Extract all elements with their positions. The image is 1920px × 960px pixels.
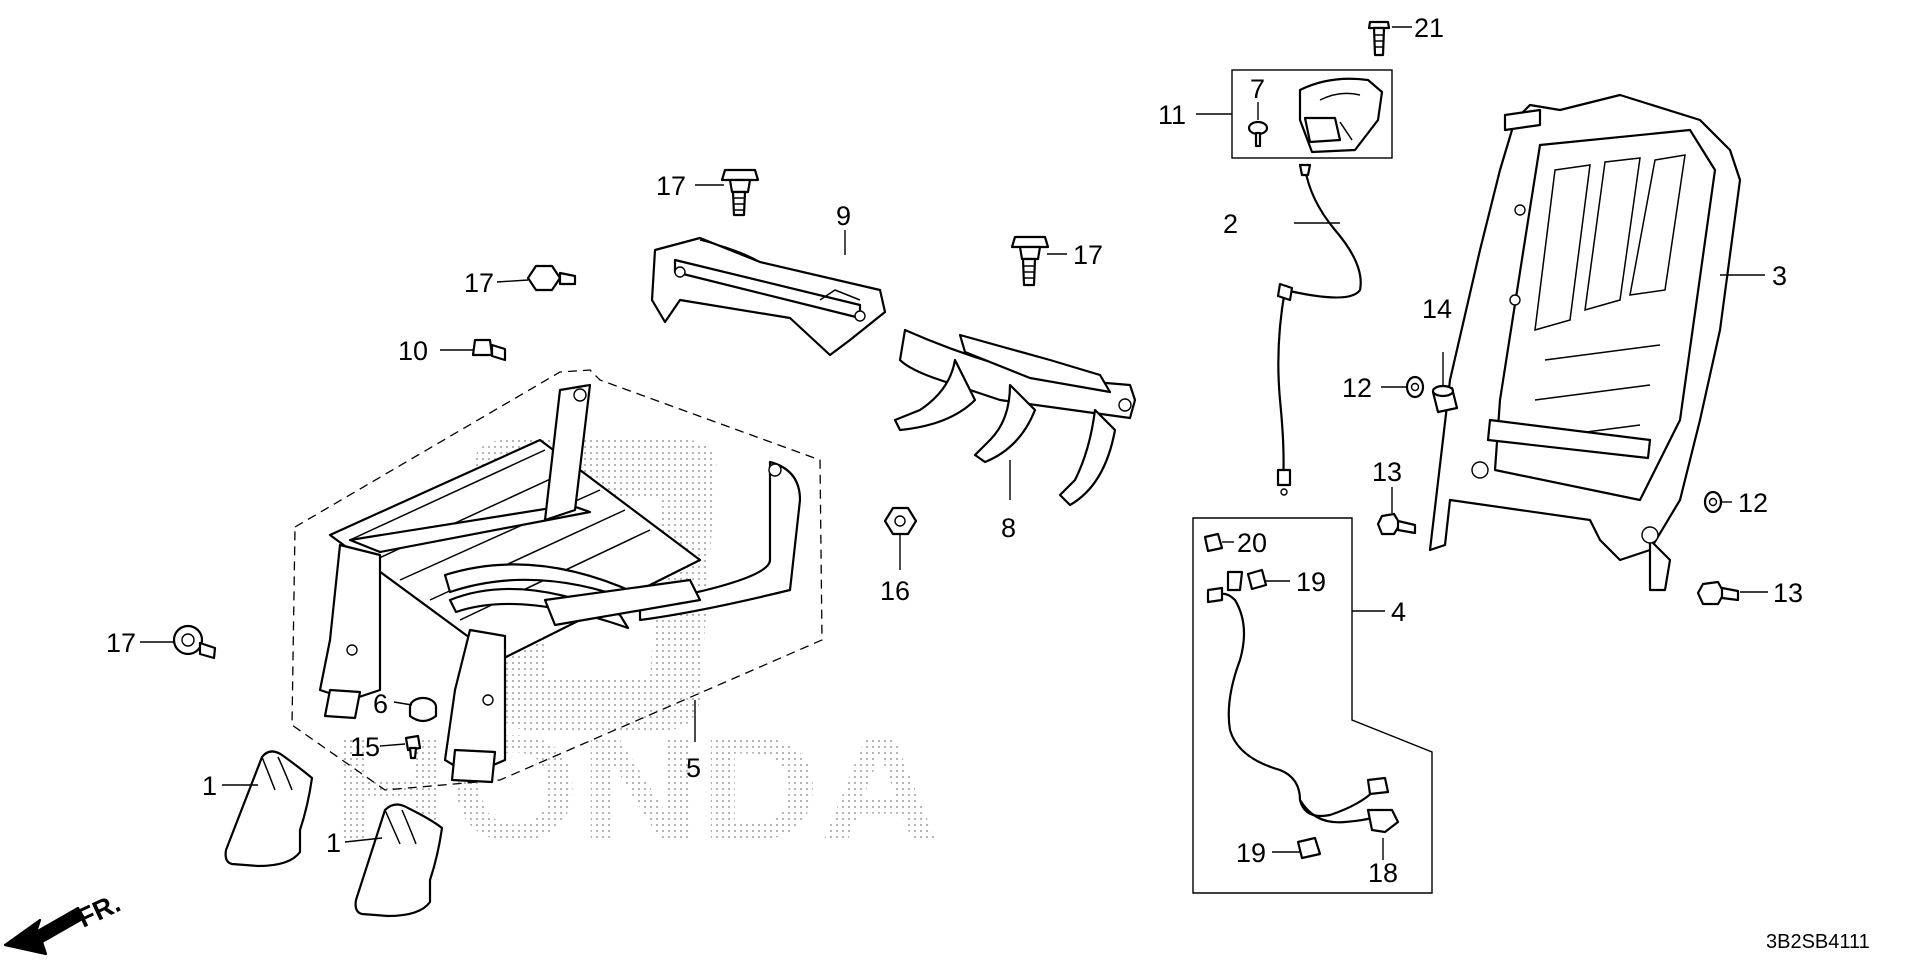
callout-16: 16 <box>880 576 910 606</box>
seat-frame-group-outline <box>291 369 823 791</box>
clip-18 <box>1366 808 1400 834</box>
bolt-13-left <box>1376 512 1417 536</box>
callout-17c: 17 <box>1073 240 1103 270</box>
callout-17a: 17 <box>656 171 686 201</box>
catalog-code: 3B2SB4111 <box>1766 931 1870 953</box>
callout-1b: 1 <box>326 828 341 858</box>
callout-9: 9 <box>836 201 851 231</box>
bracket-8 <box>893 328 1137 507</box>
callout-17b: 17 <box>464 268 494 298</box>
callout-labels: 1 1 2 3 4 5 6 7 8 9 10 11 12 12 13 13 14… <box>106 13 1803 888</box>
front-direction-label: FR. <box>73 888 125 934</box>
bolt-13-right <box>1696 580 1740 606</box>
callout-8: 8 <box>1001 513 1016 543</box>
handle-11 <box>1298 77 1384 154</box>
callout-21: 21 <box>1414 13 1444 43</box>
callout-5: 5 <box>686 753 701 783</box>
bushing-14 <box>1431 384 1459 414</box>
callout-12a: 12 <box>1342 373 1372 403</box>
front-direction-arrow: FR. <box>3 888 125 956</box>
callout-20: 20 <box>1237 528 1267 558</box>
clip-19-bottom <box>1296 836 1322 860</box>
clip-20 <box>1203 532 1224 553</box>
bolt-10 <box>471 338 507 362</box>
callout-17d: 17 <box>106 628 136 658</box>
callout-1a: 1 <box>202 771 217 801</box>
nut-16 <box>883 506 918 536</box>
bolt-15 <box>404 734 422 760</box>
screw-7 <box>1247 120 1269 148</box>
callout-6: 6 <box>373 689 388 719</box>
callout-19b: 19 <box>1236 838 1266 868</box>
callout-15: 15 <box>350 732 380 762</box>
nut-12-right <box>1703 490 1723 514</box>
callout-4: 4 <box>1391 597 1406 627</box>
callout-12b: 12 <box>1738 488 1768 518</box>
callout-7: 7 <box>1250 74 1265 104</box>
callout-13a: 13 <box>1372 457 1402 487</box>
bolt-17-left <box>526 264 577 292</box>
callout-18: 18 <box>1368 858 1398 888</box>
seat-cushion-frame <box>291 369 823 791</box>
harness-group-box <box>1192 517 1433 894</box>
bolt-17-middle <box>1010 235 1050 287</box>
harness-4 <box>1206 570 1390 824</box>
callout-3: 3 <box>1772 261 1787 291</box>
screw-21 <box>1367 20 1391 57</box>
nut-12-left <box>1405 375 1425 399</box>
seat-cover-1a <box>224 750 314 868</box>
bolt-17-top <box>720 168 760 217</box>
callout-10: 10 <box>398 336 428 366</box>
leader-lines <box>140 26 1768 860</box>
callout-2: 2 <box>1223 209 1238 239</box>
seat-back-frame-3 <box>1428 93 1742 592</box>
callout-11: 11 <box>1158 100 1186 130</box>
callout-13b: 13 <box>1773 578 1803 608</box>
cable-2 <box>1276 163 1362 496</box>
clip-19-top <box>1246 568 1268 591</box>
callout-14: 14 <box>1422 294 1452 324</box>
bracket-9 <box>650 236 887 357</box>
callout-19a: 19 <box>1296 567 1326 597</box>
seat-cover-1b <box>354 803 444 918</box>
collar-6 <box>408 696 438 723</box>
bolt-17-bottom <box>172 624 217 660</box>
